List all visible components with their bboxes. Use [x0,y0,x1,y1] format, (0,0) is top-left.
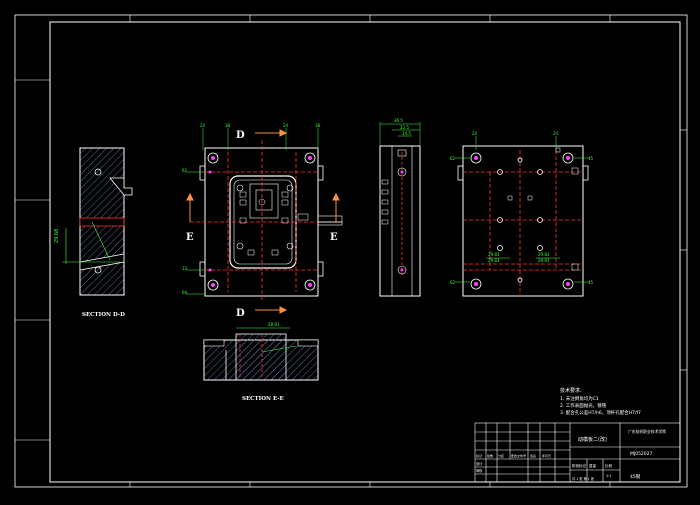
svg-text:38: 38 [315,123,321,128]
svg-text:29.83: 29.83 [488,258,500,263]
svg-text:36.5: 36.5 [394,118,403,123]
scale-label: 比例 [605,463,613,468]
company-name: 广东纺织职业技术学院 [628,429,666,434]
checker-label: 审核 [476,468,483,473]
plate-plan-view[interactable]: D D E E 24 38 24 38 62 13 60 [182,123,343,319]
svg-text:24: 24 [553,131,559,136]
sign-label: 签名 [530,453,536,458]
stage-label: 阶段标记 [572,463,586,468]
svg-text:13: 13 [182,266,188,271]
weight-label: 重量 [589,463,597,468]
border-ticks [15,15,687,487]
technical-notes: 技术要求: 1. 未注倒角均为C1 2. 工作表面抛光，镀铬 3. 配合孔公差H… [560,387,641,416]
note-line: 2. 工作表面抛光，镀铬 [560,402,607,409]
svg-text:14.5: 14.5 [402,131,411,136]
svg-text:24: 24 [472,131,478,136]
svg-text:28.91: 28.91 [268,322,280,327]
note-line: 3. 配合孔公差H7/h6，顶杆孔配合H7/f7 [560,409,641,416]
date-label: 年月日 [542,453,551,458]
svg-text:38: 38 [225,123,231,128]
cut-d-top-label: D [236,130,245,141]
cut-e-left-label: E [186,232,194,243]
note-line: 1. 未注倒角均为C1 [560,395,599,402]
svg-text:29.83: 29.83 [538,252,550,257]
partition-label: 分区 [498,453,504,458]
section-e-e-label: SECTION E-E [242,396,284,402]
sheet-frame [14,14,688,488]
svg-text:29.83: 29.83 [538,258,550,263]
change-label: 更改文件号 [511,453,526,458]
drawing-number: MJ052027 [630,451,653,457]
drawing-border [49,21,681,483]
svg-text:62: 62 [450,156,456,161]
scale-value: 1:1 [606,474,612,478]
svg-text:29.83: 29.83 [488,252,500,257]
section-d-d-view[interactable]: 29.68 SECTION D-D [54,147,133,318]
svg-text:45: 45 [588,156,594,161]
title-block-text: 动模板二(改) 广东纺织职业技术学院 MJ052027 45钢 阶段标记 重量 … [476,429,666,481]
svg-text:62: 62 [182,168,188,173]
cut-d-bottom-label: D [236,308,245,319]
svg-text:24: 24 [283,123,289,128]
svg-text:62: 62 [450,280,456,285]
mark-label: 标记 [476,453,482,458]
plate-side-view[interactable]: 36.5 22.514.5 [379,118,421,297]
material: 45钢 [630,473,641,480]
svg-text:45: 45 [588,280,594,285]
notes-title: 技术要求: [560,387,582,394]
svg-text:29.68: 29.68 [54,229,60,243]
count-label: 处数 [487,453,493,458]
part-name: 动模板二(改) [578,436,607,443]
svg-text:60: 60 [182,290,188,295]
section-d-d-label: SECTION D-D [82,312,125,318]
section-e-e-view[interactable]: 28.91 SECTION E-E [203,322,319,402]
cut-e-right-label: E [330,232,338,243]
title-block[interactable] [474,422,681,483]
designer-label: 设计 [476,461,483,466]
svg-text:22.5: 22.5 [400,125,409,130]
svg-text:24: 24 [200,123,206,128]
sheet-count: 共 1 张 第 1 张 [572,476,595,481]
